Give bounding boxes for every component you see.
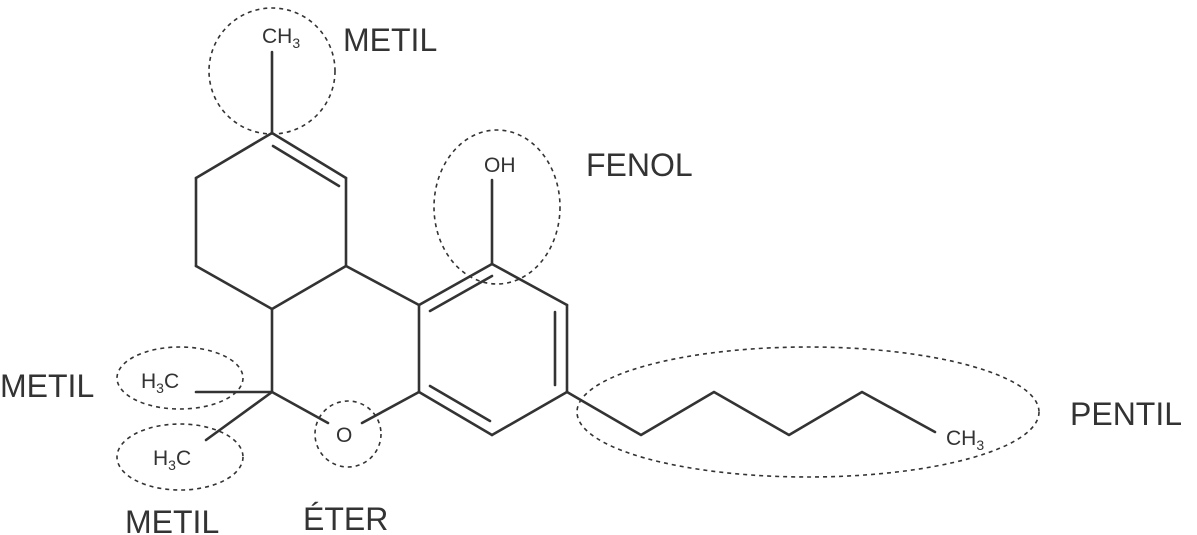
group-labels: METIL FENOL METIL METIL ÉTER PENTIL (0, 22, 1182, 535)
fenol-label: FENOL (586, 147, 693, 183)
bond (270, 131, 348, 180)
eter-label: ÉTER (303, 501, 388, 535)
metil-top-outline (208, 7, 336, 135)
metil-bottom-outline (116, 423, 244, 491)
oh-atom: OH (484, 154, 516, 177)
ch3-top-atom: CH3 (262, 25, 300, 51)
bond (344, 264, 421, 307)
group-outlines (116, 7, 1040, 491)
ch3-chain-atom: CH3 (946, 427, 984, 453)
double-bond-inner (271, 144, 341, 188)
eter-outline (314, 400, 382, 468)
bond (194, 131, 274, 180)
pentil-outline (576, 346, 1040, 478)
bond (360, 390, 421, 425)
bond (194, 264, 274, 311)
atom-labels: CH3 OH H3C H3C O CH3 (141, 25, 984, 473)
pentil-label: PENTIL (1070, 396, 1182, 432)
bond (417, 262, 494, 307)
pentyl-chain (565, 390, 937, 437)
metil-top-label: METIL (343, 22, 437, 58)
o-atom: O (336, 424, 352, 447)
methyl-bond (204, 390, 274, 442)
double-bond-inner (428, 274, 494, 313)
metil-bottom-label: METIL (125, 504, 219, 535)
bond (490, 390, 569, 437)
double-bond-inner (428, 384, 492, 423)
fenol-outline (433, 129, 561, 285)
bonds (194, 50, 937, 442)
h3c-low-atom: H3C (153, 447, 191, 473)
bond (417, 390, 494, 437)
bond (490, 262, 569, 307)
h3c-left-atom: H3C (141, 370, 179, 396)
metil-left-outline (116, 346, 244, 410)
metil-left-label: METIL (0, 368, 94, 404)
bond (270, 264, 348, 311)
